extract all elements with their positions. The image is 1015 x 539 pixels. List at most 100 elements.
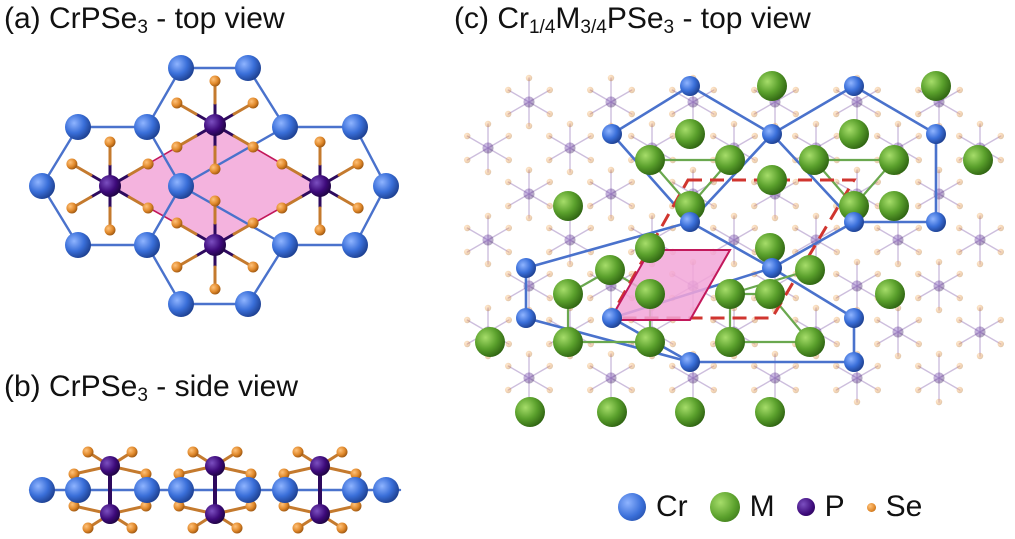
p-atom-faded <box>851 96 863 108</box>
m-atom <box>963 145 993 175</box>
cr-atom <box>65 477 91 503</box>
se-atom-faded <box>874 362 881 370</box>
se-atom <box>104 224 116 236</box>
p-atom <box>99 175 121 197</box>
se-atom-faded <box>628 110 635 118</box>
se-atom <box>173 500 185 512</box>
se-atom-faded <box>628 202 635 210</box>
se-atom-faded <box>935 306 943 314</box>
se-atom-faded <box>546 156 553 164</box>
se-atom-faded <box>484 212 492 220</box>
se-atom <box>350 500 362 512</box>
cr-atom <box>272 114 298 140</box>
p-atom-faded <box>974 326 986 338</box>
se-atom-faded <box>546 132 553 140</box>
m-atom <box>875 279 905 309</box>
se-atom-faded <box>833 110 840 118</box>
se-atom-faded <box>546 340 553 348</box>
se-atom <box>352 158 364 170</box>
cr-atom <box>926 124 946 144</box>
p-atom-faded <box>892 234 904 246</box>
se-atom-faded <box>464 224 471 232</box>
se-atom-faded <box>587 224 594 232</box>
se-atom-faded <box>607 214 615 222</box>
legend-label-p: P <box>824 490 845 523</box>
se-atom-faded <box>505 178 512 186</box>
cr-atom <box>844 212 864 232</box>
se-atom-faded <box>587 110 594 118</box>
se-atom-faded <box>587 86 594 94</box>
p-atom <box>205 456 225 476</box>
se-atom-faded <box>956 202 963 210</box>
se-atom-faded <box>833 86 840 94</box>
se-atom <box>278 500 290 512</box>
cr-atom <box>680 352 700 372</box>
cr-cr-bond <box>179 184 287 247</box>
se-atom-faded <box>669 110 676 118</box>
se-atom <box>245 500 257 512</box>
se-atom-faded <box>546 316 553 324</box>
se-atom-faded <box>915 386 922 394</box>
p-atom <box>100 504 120 524</box>
m-atom <box>595 255 625 285</box>
se-atom-faded <box>710 340 717 348</box>
se-atom-faded <box>730 120 738 128</box>
se-atom-faded <box>956 110 963 118</box>
cr-cr-bond <box>770 84 856 136</box>
cr-atom <box>342 477 368 503</box>
se-atom-faded <box>464 340 471 348</box>
se-atom <box>140 500 152 512</box>
cr-cr-bond <box>770 220 856 270</box>
se-atom-faded <box>976 304 984 312</box>
se-atom-faded <box>997 248 1004 256</box>
m-atom-icon <box>709 492 740 522</box>
p-atom-faded <box>482 234 494 246</box>
se-atom-faded <box>525 166 533 174</box>
cr-cr-bond <box>524 316 692 364</box>
se-atom-faded <box>915 86 922 94</box>
se-atom-faded <box>894 352 902 360</box>
p-atom-faded <box>605 372 617 384</box>
se-atom-faded <box>484 168 492 176</box>
se-atom <box>336 446 348 458</box>
se-atom-faded <box>505 86 512 94</box>
se-atom-faded <box>833 362 840 370</box>
se-atom-faded <box>833 340 840 348</box>
se-atom-faded <box>710 110 717 118</box>
se-atom-faded <box>915 156 922 164</box>
cr-atom <box>342 232 368 258</box>
p-atom-faded <box>564 142 576 154</box>
se-atom <box>247 141 259 153</box>
se-atom <box>209 163 221 175</box>
p-atom <box>204 114 226 136</box>
se-atom-faded <box>607 166 615 174</box>
se-atom-faded <box>546 110 553 118</box>
se-atom-faded <box>792 132 799 140</box>
m-atom <box>839 191 869 221</box>
se-atom-faded <box>976 120 984 128</box>
se-atom-faded <box>874 132 881 140</box>
se-atom <box>68 500 80 512</box>
cr-atom <box>373 477 399 503</box>
se-atom-faded <box>710 386 717 394</box>
m-atom <box>755 279 785 309</box>
m-atom <box>757 71 787 101</box>
se-atom <box>247 261 259 273</box>
se-atom-faded <box>730 212 738 220</box>
panel-c-top-view <box>464 71 1004 427</box>
p-atom <box>100 456 120 476</box>
se-atom-faded <box>956 362 963 370</box>
legend-item-se: Se <box>866 490 922 524</box>
p-atom-faded <box>851 280 863 292</box>
m-atom <box>553 279 583 309</box>
p-atom <box>310 456 330 476</box>
se-atom-faded <box>505 362 512 370</box>
se-atom-faded <box>915 340 922 348</box>
panel-c-title: (c) Cr1/4M3/4PSe3 - top view <box>454 2 811 38</box>
p-atom-faded <box>523 372 535 384</box>
m-atom <box>635 279 665 309</box>
se-atom <box>314 136 326 148</box>
m-atom <box>715 327 745 357</box>
cr-atom <box>680 212 700 232</box>
cr-atom <box>168 173 194 199</box>
